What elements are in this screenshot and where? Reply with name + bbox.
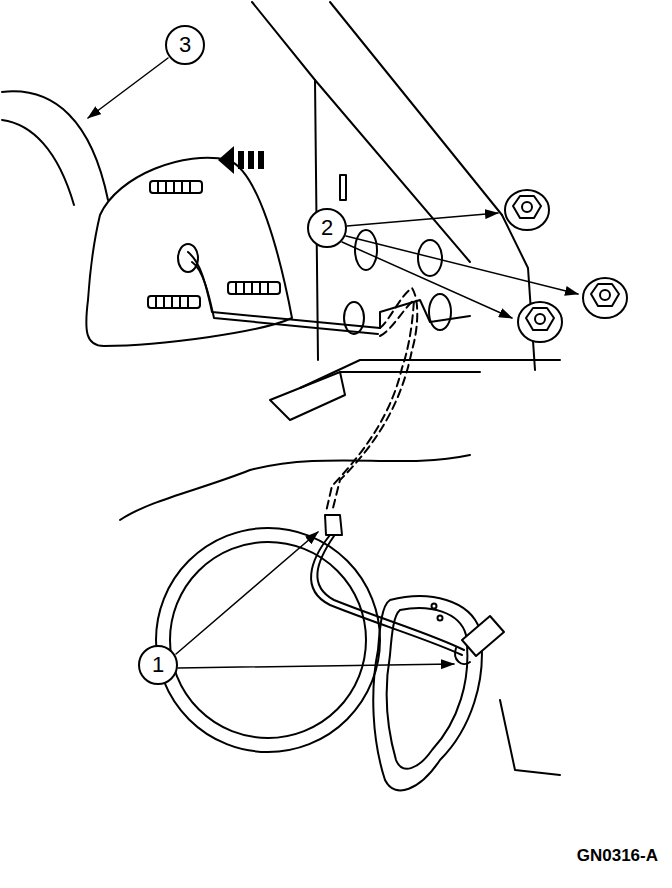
callout-number: 3 bbox=[179, 34, 191, 56]
lower-door bbox=[120, 455, 560, 790]
nut bbox=[505, 190, 627, 342]
callout-circle: 2 bbox=[307, 208, 347, 248]
wire-clip bbox=[325, 515, 342, 535]
mirror-wire bbox=[188, 252, 380, 328]
callout-circle: 3 bbox=[165, 25, 205, 65]
connector bbox=[432, 604, 505, 665]
callout-number: 2 bbox=[321, 217, 333, 239]
figure-code: GN0316-A bbox=[577, 846, 658, 866]
stud bbox=[148, 181, 280, 308]
mirror-housing bbox=[2, 91, 108, 200]
harness bbox=[311, 535, 462, 655]
leader-line bbox=[88, 58, 578, 668]
direction-arrow bbox=[218, 146, 264, 174]
callout-number: 1 bbox=[152, 654, 164, 676]
callout-circle: 1 bbox=[138, 645, 178, 685]
hidden-wire bbox=[326, 288, 417, 512]
